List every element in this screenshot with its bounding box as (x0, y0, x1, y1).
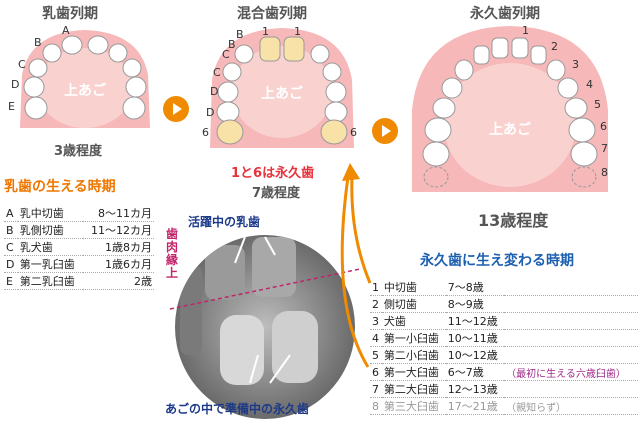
next-arrow-icon-2 (372, 118, 398, 144)
perm-label-6: 6 (600, 120, 607, 133)
primary-palate (37, 48, 133, 128)
mixed-label-c: C (213, 66, 221, 79)
tooth-label-e: E (8, 100, 15, 113)
mixed-label-b-2: B (236, 28, 244, 41)
mixed-label-b: B (228, 38, 236, 51)
mixed-age: 7歳程度 (252, 186, 301, 201)
permanent-teeth (422, 37, 598, 188)
permanent-age: 13歳程度 (478, 211, 549, 230)
permanent-stage-title: 永久歯列期 (470, 6, 540, 22)
permanent-palate-label: 上あご (489, 121, 532, 138)
mixed-label-1-right: 1 (294, 25, 301, 38)
perm-label-7: 7 (601, 142, 608, 155)
mixed-dentition-diagram: 上あご 1 1 D D C C B B 6 6 (202, 25, 357, 148)
permanent-eruption-title: 永久歯に生え変わる時期 (420, 253, 574, 269)
tooth-label-b: B (34, 36, 42, 49)
mixed-label-d-left-2: D (206, 106, 214, 119)
tooth-label-a: A (62, 24, 70, 37)
mixed-label-6-right: 6 (350, 126, 357, 139)
primary-teeth (23, 35, 147, 120)
primary-eruption-title: 乳歯の生える時期 (4, 179, 116, 195)
gum-line-label: 歯肉縁上 (166, 227, 179, 280)
mixed-label-d-left: D (210, 85, 218, 98)
mixed-palate-label: 上あご (261, 85, 304, 102)
permanent-dentition-diagram: 上あご 1 2 3 4 5 6 7 8 (412, 24, 608, 192)
primary-age: 3歳程度 (54, 144, 103, 159)
next-arrow-icon (163, 96, 189, 122)
gum-line (169, 268, 361, 310)
primary-dentition-diagram: 上あご A B C D E (8, 24, 150, 128)
xray-label-top: 活躍中の乳歯 (188, 215, 261, 229)
perm-label-8: 8 (601, 166, 608, 179)
arrow-connectors (340, 163, 372, 368)
perm-label-2: 2 (551, 40, 558, 53)
mixed-palate (232, 46, 332, 138)
perm-label-1: 1 (522, 24, 529, 37)
xray-image (169, 235, 361, 419)
perm-label-5: 5 (594, 98, 601, 111)
tooth-label-d: D (11, 78, 19, 91)
mixed-stage-title: 混合歯列期 (237, 6, 307, 22)
primary-stage-title: 乳歯列期 (42, 6, 98, 22)
permanent-palate (444, 63, 576, 187)
xray-label-bottom: あごの中で準備中の永久歯 (165, 402, 310, 416)
perm-label-3: 3 (572, 58, 579, 71)
mixed-note: 1と6は永久歯 (231, 166, 315, 181)
mixed-label-6-left: 6 (202, 126, 209, 139)
mixed-label-c-2: C (222, 48, 230, 61)
tooth-label-c: C (18, 58, 26, 71)
perm-label-4: 4 (586, 78, 593, 91)
mixed-teeth (216, 36, 348, 145)
mixed-label-1-left: 1 (262, 25, 269, 38)
primary-palate-label: 上あご (64, 82, 107, 99)
